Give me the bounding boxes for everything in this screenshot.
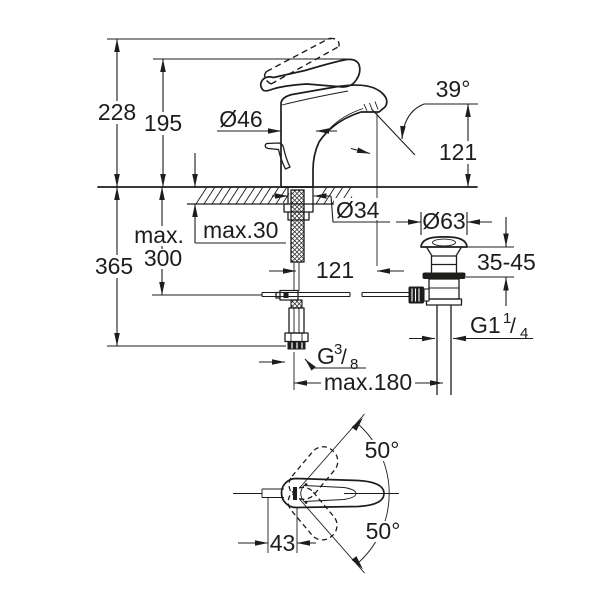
dim-supply-thread: G 3 / 8 (317, 333, 358, 373)
label-bg (139, 249, 187, 269)
dim-lever-offset: 43 (270, 530, 296, 556)
rod-adjuster-knob (408, 286, 424, 304)
waste-thread-sub: 4 (520, 325, 528, 342)
lever-rotated-up-dashed (288, 446, 339, 500)
dim-waste-flange-diameter: Ø63 (422, 208, 465, 234)
dim-mounting-hole-diameter: Ø34 (336, 197, 380, 223)
pull-rod-vertical (293, 262, 300, 291)
label-bg (334, 198, 386, 220)
dim-overall-height: 228 (98, 99, 136, 125)
label-bg (91, 255, 137, 278)
threaded-shank (290, 189, 305, 263)
dia34-leader (330, 195, 390, 223)
dim-stream-angle: 39° (436, 76, 471, 102)
mounting-washer-nut (283, 203, 314, 221)
lever-dot-bottom (304, 501, 308, 504)
waste-dome-cap (420, 236, 468, 248)
waste-thread-sup: 1 (503, 310, 511, 327)
lever-pivot-slot (293, 487, 297, 500)
swivel-arrow-up (351, 417, 363, 431)
spout-tab-top-view (261, 488, 284, 498)
dim-max-hose-length-2: 300 (144, 245, 182, 271)
supply-thread-sup: 3 (334, 341, 342, 358)
supply-hose-braid (293, 308, 300, 333)
waste-thread-slash: / (510, 315, 516, 338)
water-stream-line (371, 108, 416, 156)
waste-tailpipe (436, 305, 452, 395)
label-bg (131, 226, 188, 246)
waste-assembly (408, 236, 468, 395)
rod-adjuster-collar (423, 288, 430, 302)
lever-handle-side (259, 58, 361, 92)
lever-dot-top (304, 483, 308, 486)
supply-hose (288, 307, 305, 334)
supply-thread-slash: / (341, 346, 347, 369)
faucet-body (280, 84, 388, 188)
hose-hex-facets (290, 333, 303, 342)
label-bg (94, 101, 140, 124)
stream-pointer-arrow (350, 147, 371, 155)
label-bg (321, 372, 415, 393)
supply-thread-sub: 8 (350, 356, 358, 373)
top-view: 50° 50° 43 (233, 413, 404, 574)
hose-end-nut-ridges (291, 342, 303, 349)
lever-handle-top (280, 477, 385, 509)
waste-cap-knob (432, 238, 456, 247)
dim-swivel-angle-down: 50° (366, 518, 401, 544)
dim-spout-reach: 121 (316, 257, 354, 283)
dim-max-supply-spread: max.180 (324, 369, 412, 395)
label-bg (269, 534, 296, 553)
side-view (97, 37, 478, 395)
rod-adjuster-ridges (411, 288, 420, 302)
waste-locknut (425, 298, 463, 306)
hose-upper-joint (290, 299, 303, 309)
dim-below-counter-depth: 365 (95, 253, 133, 279)
hose-hex-fitting (284, 332, 309, 343)
dim-spout-outlet-height: 121 (439, 139, 477, 165)
pull-rod-hook (264, 142, 291, 170)
waste-thread-base: G1 (470, 312, 501, 338)
dim-body-diameter: Ø46 (219, 106, 262, 132)
waste-upper-body (430, 256, 458, 273)
dimensions-side-view: 228 195 365 max. 300 max.30 Ø46 121 (91, 38, 536, 395)
supply-thread-base: G (317, 343, 335, 369)
dim-max-counter-thickness: max.30 (203, 217, 278, 243)
faucet-body-detail (281, 90, 379, 135)
dim-swivel-angle-up: 50° (365, 437, 400, 463)
label-bg (361, 521, 404, 542)
label-bg (140, 112, 186, 135)
lever-inner-outline (300, 485, 357, 502)
swivel-arrow-down (351, 556, 363, 570)
clevis-pin (283, 292, 289, 298)
dim-max-hose-length-1: max. (134, 222, 184, 248)
dim-waste-thread: G1 1 / 4 (470, 302, 528, 342)
waste-lower-body (428, 278, 460, 300)
g38-leader-arrow (304, 358, 316, 371)
dim-lever-height: 195 (144, 110, 182, 136)
waste-neck (425, 246, 463, 257)
angle-arc-39 (400, 103, 425, 140)
ext-lines-3545 (462, 246, 514, 278)
lever-raised-dashed (263, 37, 340, 85)
dim-waste-clamping-range: 35-45 (477, 249, 536, 275)
label-bg (435, 141, 481, 164)
label-bg (361, 440, 404, 461)
waste-gasket (422, 272, 466, 279)
